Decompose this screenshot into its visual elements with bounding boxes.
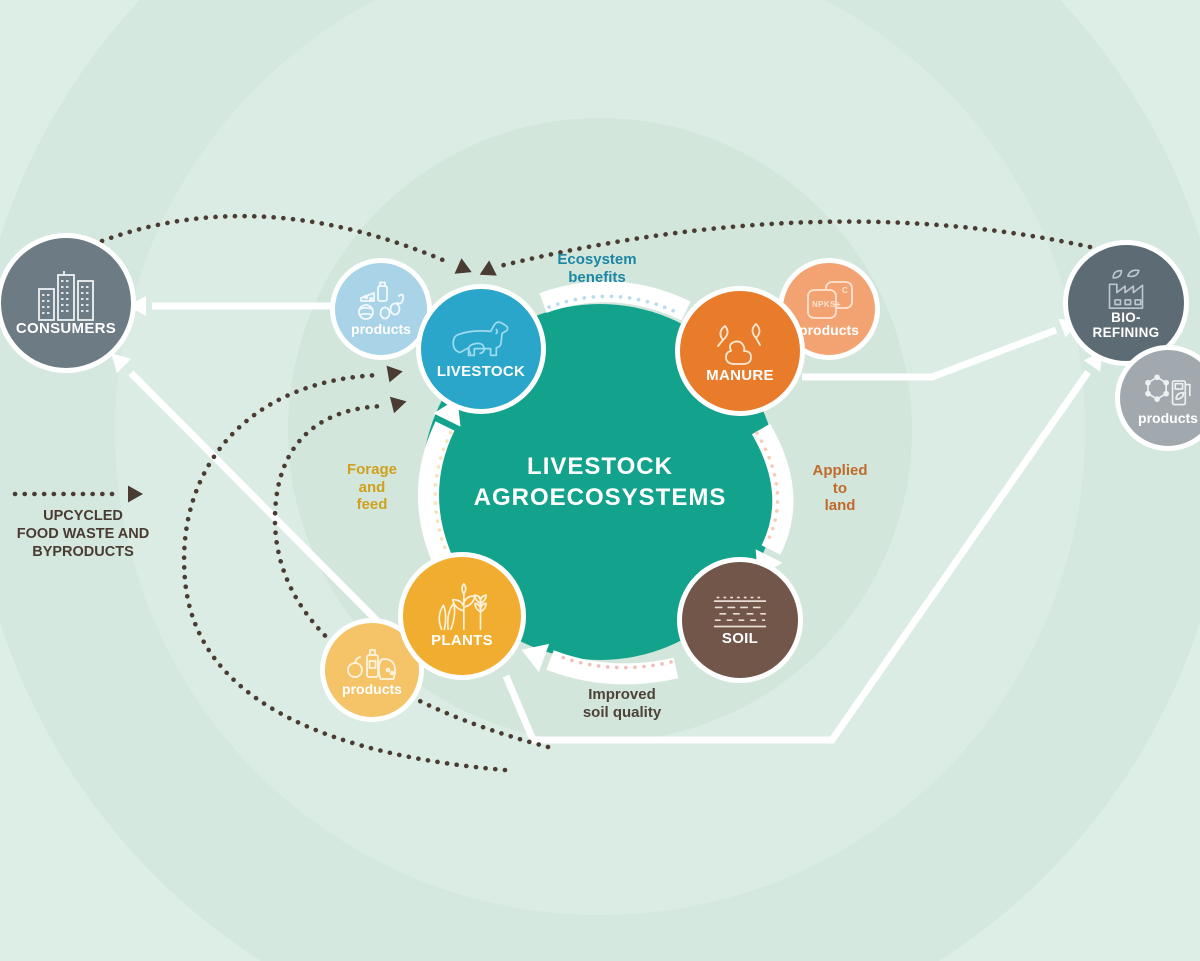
npks-badge-front: NPKS+ <box>812 300 841 309</box>
legend-arrowhead <box>128 485 143 503</box>
arrow-plants-to-consumers <box>128 370 423 667</box>
applied-to-land-line2: to <box>832 479 848 497</box>
npks-products-label: products <box>799 322 859 338</box>
node-bio-products: products <box>1115 345 1200 451</box>
dotted-arc-consumers-to-livestock <box>99 213 453 266</box>
dots-right-arc <box>755 431 780 546</box>
manure-leaves-icon <box>717 322 761 365</box>
diagram-title-line1: LIVESTOCK <box>527 452 673 480</box>
applied-to-land-line3: land <box>824 497 856 515</box>
cycle-arrows <box>418 281 794 685</box>
cycle-arrow-manure-to-soil <box>751 423 794 555</box>
cycle-arrow-livestock-to-manure <box>539 281 691 321</box>
forage-and-feed-line1: Forage <box>346 461 397 478</box>
legend-line3: BYPRODUCTS <box>32 544 134 561</box>
plants-label: PLANTS <box>431 631 493 649</box>
node-manure: MANURE <box>675 286 805 416</box>
dots-top-arc <box>547 294 680 315</box>
node-livestock: LIVESTOCK <box>416 284 546 414</box>
dotted-arc-arrowheads <box>128 258 497 503</box>
dotted-arc-plantproducts-to-livestock-inner <box>272 403 551 750</box>
arrowhead-to-consumers-left <box>128 296 146 316</box>
plant-products-icon <box>347 649 396 680</box>
diagram-title: LIVESTOCK AGROECOSYSTEMS <box>474 451 727 513</box>
dotted-arrowhead-livestock-left <box>454 258 472 274</box>
arrow-manure-to-biorefining <box>802 326 1058 381</box>
legend-line2: FOOD WASTE AND <box>16 526 150 543</box>
node-plants: PLANTS <box>398 552 526 680</box>
improved-soil-quality-line1: Improved <box>588 686 656 703</box>
factory-leaves-icon <box>1108 269 1144 309</box>
consumers-label: CONSUMERS <box>15 319 117 337</box>
cycle-arrow-plants-to-livestock <box>418 421 455 566</box>
dotted-arrowhead-livestock-right <box>479 260 497 276</box>
cycle-arrow-soil-to-plants <box>546 650 679 685</box>
flow-label-improved-soil-quality: Improved soil quality <box>537 686 707 721</box>
city-buildings-icon <box>38 270 94 321</box>
flow-label-forage-and-feed: Forage and feed <box>329 461 415 514</box>
white-straight-arrows <box>128 302 1091 744</box>
forage-and-feed-line3: feed <box>356 496 388 514</box>
plant-products-label: products <box>342 681 402 697</box>
node-consumers: CONSUMERS <box>0 233 136 373</box>
arrowhead-to-consumers-diag <box>111 353 132 374</box>
cycle-arrow-dots <box>433 294 780 670</box>
dotted-upcycle-arcs <box>12 213 1093 773</box>
biorefining-label: BIO- REFINING <box>1093 310 1160 340</box>
crops-icon <box>438 582 487 630</box>
arrow-plants-to-biorefining <box>502 370 1091 744</box>
forage-and-feed-line2: and <box>358 478 386 496</box>
molecule-fuel-icon <box>1145 374 1191 406</box>
legend-line1: UPCYCLED <box>43 508 123 524</box>
dotted-arrowhead-outer-arc <box>386 365 403 383</box>
animal-products-icon <box>358 281 405 320</box>
improved-soil-quality-line2: soil quality <box>582 703 662 721</box>
livestock-label: LIVESTOCK <box>436 362 526 380</box>
applied-to-land-line1: Applied <box>812 462 868 479</box>
dotted-arc-biorefining-to-livestock <box>497 219 1093 269</box>
diagram-title-line2: AGROECOSYSTEMS <box>473 484 727 511</box>
npks-packages-icon: C NPKS+ <box>800 280 858 322</box>
ecosystem-benefits-line1: Ecosystem <box>557 251 637 268</box>
npks-badge-back: C <box>842 286 848 295</box>
node-npks-products: C NPKS+ products <box>778 258 880 360</box>
npks-packages-shapes <box>807 281 853 319</box>
soil-label: SOIL <box>721 629 759 647</box>
dots-left-arc <box>433 430 453 558</box>
dotted-arrowhead-inner-arc <box>389 396 407 414</box>
dotted-arc-plantproducts-to-livestock-outer <box>181 372 508 773</box>
soil-layers-icon <box>713 596 767 627</box>
manure-label: MANURE <box>706 366 774 384</box>
node-livestock-products: products <box>330 258 432 360</box>
node-soil: SOIL <box>677 557 803 683</box>
biorefining-label-line1: BIO- <box>1111 309 1141 325</box>
cycle-arrowhead-plants <box>521 643 550 673</box>
livestock-products-label: products <box>351 321 411 337</box>
flow-label-applied-to-land: Applied to land <box>798 462 882 515</box>
flow-label-ecosystem-benefits: Ecosystem benefits <box>517 251 677 286</box>
cow-icon <box>452 320 509 356</box>
bio-products-label: products <box>1138 410 1198 426</box>
legend-upcycled-food-waste: UPCYCLED FOOD WASTE AND BYPRODUCTS <box>0 507 172 561</box>
biorefining-label-line2: REFINING <box>1092 325 1160 340</box>
ecosystem-benefits-line2: benefits <box>568 268 626 286</box>
